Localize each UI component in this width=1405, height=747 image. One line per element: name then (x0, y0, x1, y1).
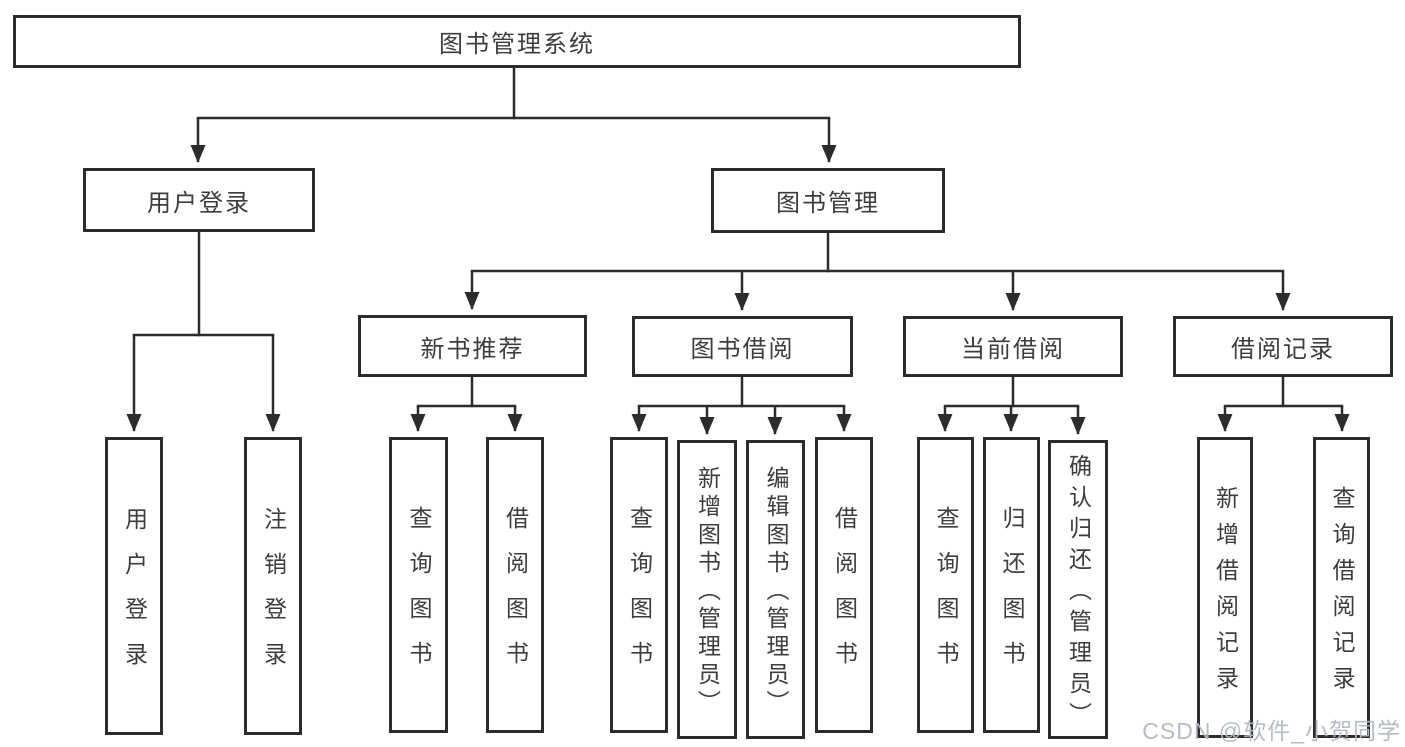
leaf-add-borrow-record: 新增借阅记录 (1197, 437, 1253, 738)
node-book-borrow-label: 图书借阅 (690, 336, 795, 363)
leaf-borrow-book-2: 借阅图书 (815, 437, 873, 733)
leaf-confirm-return-admin-label: 确认归还（管理员） (1065, 454, 1092, 733)
leaf-query-borrow-record: 查询借阅记录 (1313, 437, 1370, 738)
leaf-user-login-label: 用户登录 (121, 507, 148, 687)
leaf-query-book-1-label: 查询图书 (406, 506, 432, 686)
node-new-book-recommend-label: 新书推荐 (420, 335, 525, 363)
leaf-query-book-1: 查询图书 (389, 437, 448, 733)
node-new-book-recommend: 新书推荐 (358, 315, 587, 377)
leaf-query-book-2-label: 查询图书 (626, 506, 653, 686)
leaf-add-book-admin: 新增图书（管理员） (677, 440, 737, 739)
leaf-query-book-3: 查询图书 (917, 437, 974, 733)
node-library-system-label: 图书管理系统 (439, 31, 595, 58)
leaf-borrow-book-1: 借阅图书 (486, 437, 544, 733)
node-library-system: 图书管理系统 (13, 15, 1021, 68)
leaf-query-book-3-label: 查询图书 (933, 506, 959, 686)
csdn-watermark: CSDN @软件_小贺同学 (1142, 718, 1401, 744)
node-current-borrow: 当前借阅 (903, 316, 1123, 377)
leaf-user-login: 用户登录 (105, 437, 163, 735)
leaf-edit-book-admin: 编辑图书（管理员） (746, 440, 805, 739)
leaf-edit-book-admin-label: 编辑图书（管理员） (763, 466, 789, 718)
node-book-management-label: 图书管理 (776, 190, 880, 217)
leaf-borrow-book-2-label: 借阅图书 (831, 506, 858, 686)
leaf-query-borrow-record-label: 查询借阅记录 (1329, 486, 1355, 702)
leaf-query-book-2: 查询图书 (610, 437, 668, 733)
node-user-login-label: 用户登录 (147, 189, 251, 217)
node-book-borrow: 图书借阅 (632, 316, 853, 377)
leaf-add-book-admin-label: 新增图书（管理员） (694, 466, 721, 718)
leaf-return-book-label: 归还图书 (999, 506, 1025, 686)
node-borrow-record: 借阅记录 (1173, 316, 1393, 377)
leaf-logout-label: 注销登录 (260, 507, 287, 687)
leaf-borrow-book-1-label: 借阅图书 (502, 506, 529, 686)
node-borrow-record-label: 借阅记录 (1231, 336, 1335, 363)
node-book-management: 图书管理 (711, 168, 945, 233)
node-user-login: 用户登录 (83, 168, 315, 232)
node-current-borrow-label: 当前借阅 (961, 336, 1065, 363)
leaf-return-book: 归还图书 (983, 437, 1040, 733)
leaf-confirm-return-admin: 确认归还（管理员） (1048, 440, 1108, 739)
leaf-logout: 注销登录 (244, 437, 302, 735)
leaf-add-borrow-record-label: 新增借阅记录 (1212, 486, 1239, 702)
